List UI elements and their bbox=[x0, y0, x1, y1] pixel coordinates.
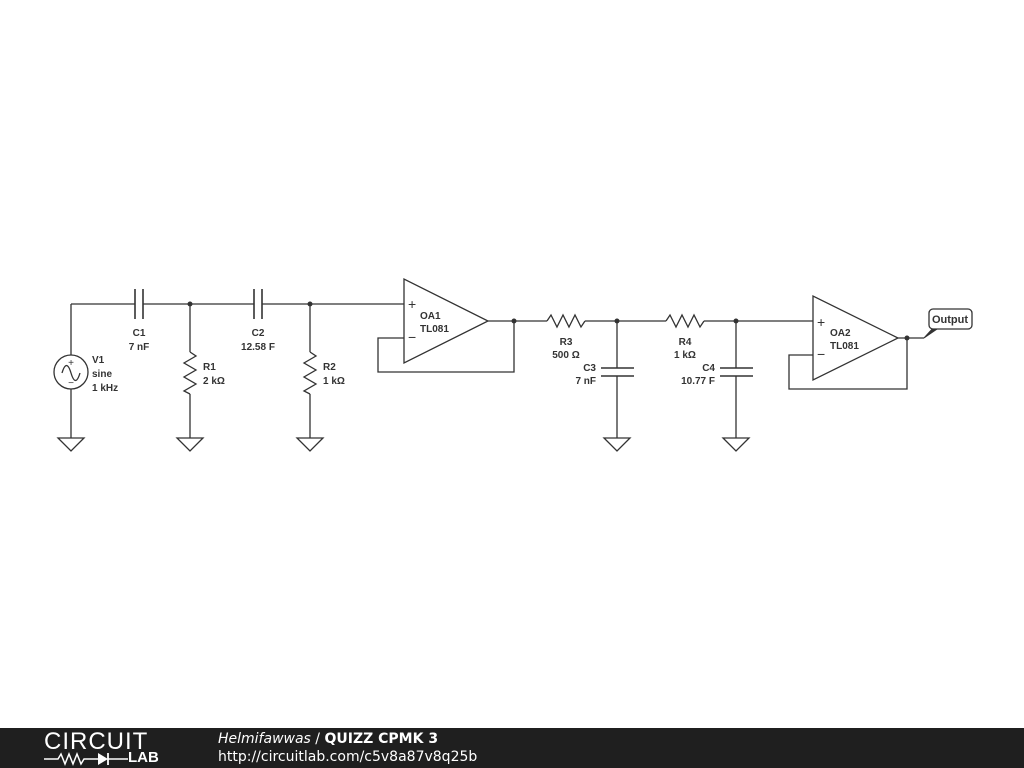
r3-value: 500 Ω bbox=[552, 350, 579, 361]
footer-bar: CIRCUIT LAB Helmifawwas / QUIZZ CPMK 3 h… bbox=[0, 728, 1024, 768]
oa1-model: TL081 bbox=[420, 324, 449, 335]
author-name[interactable]: Helmifawwas bbox=[218, 731, 311, 747]
ground-symbol bbox=[175, 437, 205, 452]
resistor-diode-logo-icon bbox=[44, 752, 128, 766]
r1-name: R1 bbox=[203, 362, 216, 373]
r1-value: 2 kΩ bbox=[203, 376, 225, 387]
c2-value: 12.58 F bbox=[241, 342, 275, 353]
c1-value: 7 nF bbox=[129, 342, 150, 353]
feedback-wire bbox=[788, 338, 908, 390]
oa1-name: OA1 bbox=[420, 311, 441, 322]
r3-name: R3 bbox=[560, 337, 573, 348]
output-label-text: Output bbox=[932, 314, 968, 326]
ground-symbol bbox=[602, 437, 632, 452]
opamp-oa1[interactable]: + − bbox=[403, 277, 490, 365]
opamp-oa2[interactable]: + − bbox=[812, 294, 900, 382]
source-minus-sign: − bbox=[68, 378, 74, 389]
opamp-minus-sign: − bbox=[817, 346, 825, 362]
c3-value: 7 nF bbox=[575, 376, 596, 387]
c1-name: C1 bbox=[133, 328, 146, 339]
resistor-r1[interactable] bbox=[182, 304, 198, 438]
opamp-plus-sign: + bbox=[408, 296, 416, 312]
circuit-schematic: + − V1 sine 1 kHz C1 7 nF R1 2 kΩ C2 12.… bbox=[53, 277, 973, 452]
feedback-wire bbox=[377, 321, 515, 373]
title-separator: / bbox=[310, 731, 325, 747]
opamp-minus-sign: − bbox=[408, 329, 416, 345]
c2-name: C2 bbox=[252, 328, 265, 339]
r2-name: R2 bbox=[323, 362, 336, 373]
output-label[interactable]: Output bbox=[923, 308, 973, 339]
logo-text-lab: LAB bbox=[128, 749, 159, 766]
ground-symbol bbox=[56, 437, 86, 452]
resistor-r4[interactable] bbox=[665, 313, 705, 329]
v1-freq: 1 kHz bbox=[92, 383, 118, 394]
junction-node bbox=[511, 318, 517, 324]
logo-text-circuit: CIRCUIT bbox=[44, 728, 149, 755]
circuit-title[interactable]: QUIZZ CPMK 3 bbox=[324, 731, 439, 747]
source-plus-sign: + bbox=[68, 358, 74, 369]
source-v1[interactable]: + − bbox=[53, 304, 89, 438]
junction-node bbox=[904, 335, 910, 341]
capacitor-c1[interactable] bbox=[134, 289, 144, 319]
oa2-model: TL081 bbox=[830, 341, 859, 352]
opamp-plus-sign: + bbox=[817, 314, 825, 330]
capacitor-c3[interactable] bbox=[601, 321, 634, 438]
circuit-url[interactable]: http://circuitlab.com/c5v8a87v8q25b bbox=[218, 749, 478, 765]
r4-name: R4 bbox=[679, 337, 692, 348]
r4-value: 1 kΩ bbox=[674, 350, 696, 361]
circuitlab-logo[interactable]: CIRCUIT LAB bbox=[44, 730, 184, 766]
capacitor-c4[interactable] bbox=[720, 321, 753, 438]
oa2-name: OA2 bbox=[830, 328, 851, 339]
footer-info: Helmifawwas / QUIZZ CPMK 3 http://circui… bbox=[218, 730, 477, 766]
c4-value: 10.77 F bbox=[681, 376, 715, 387]
c3-name: C3 bbox=[583, 363, 596, 374]
v1-type: sine bbox=[92, 369, 112, 380]
resistor-r3[interactable] bbox=[546, 313, 586, 329]
r2-value: 1 kΩ bbox=[323, 376, 345, 387]
ground-symbol bbox=[721, 437, 751, 452]
resistor-r2[interactable] bbox=[302, 304, 318, 438]
v1-name: V1 bbox=[92, 355, 105, 366]
ground-symbol bbox=[295, 437, 325, 452]
c4-name: C4 bbox=[702, 363, 715, 374]
capacitor-c2[interactable] bbox=[253, 289, 263, 319]
